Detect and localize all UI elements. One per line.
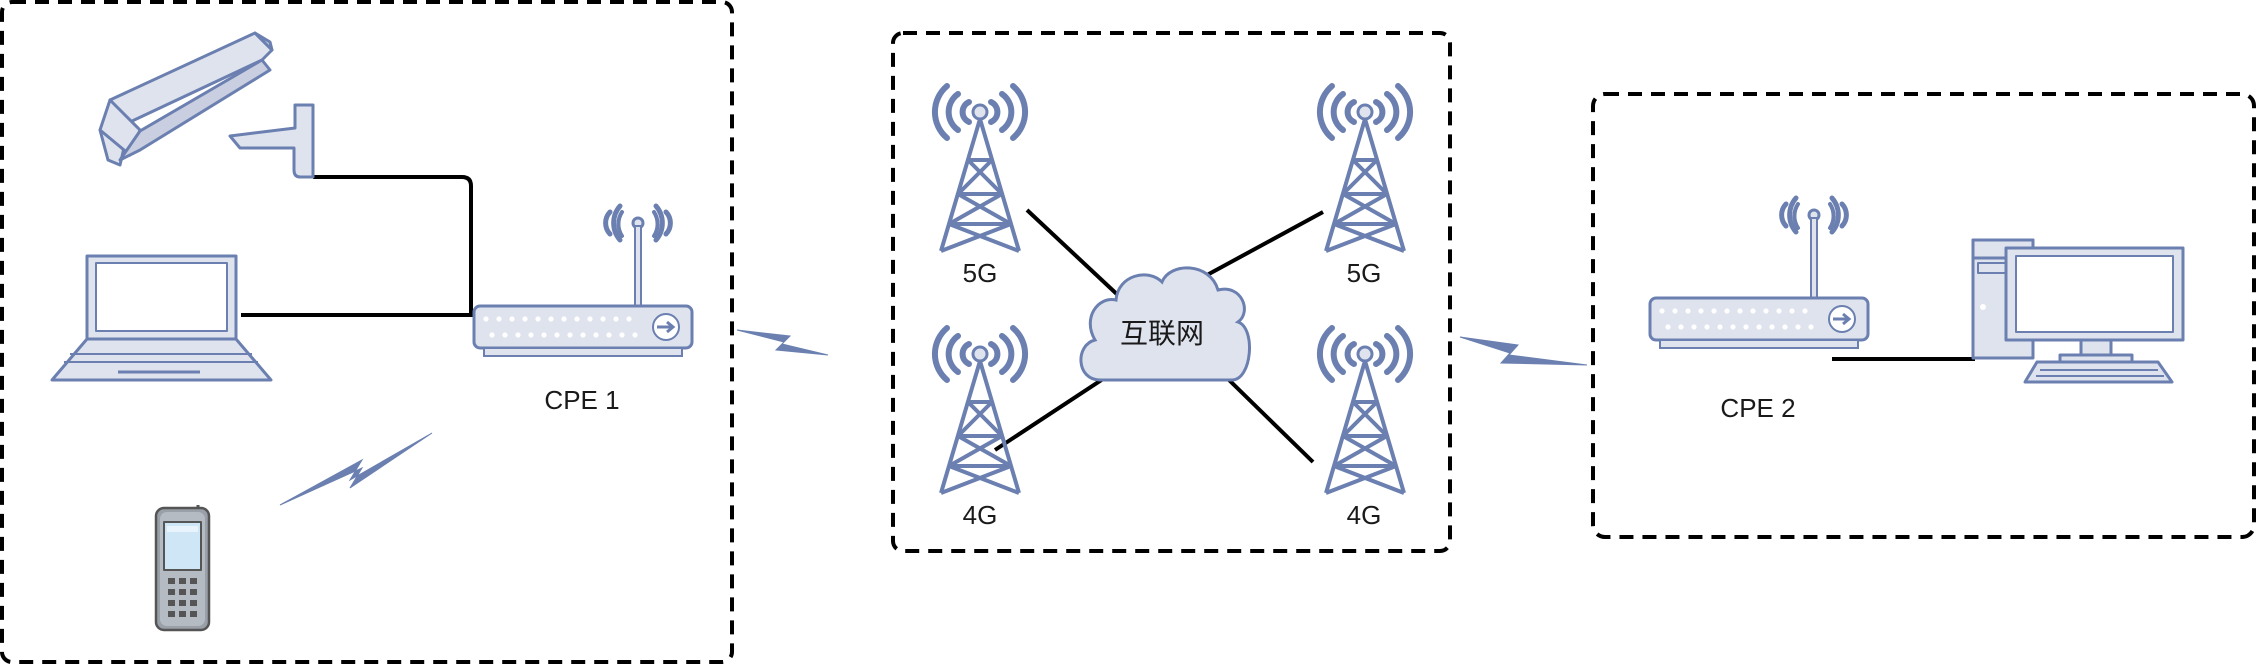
left-site-boundary — [0, 0, 734, 664]
tower-bottom-right-label: 4G — [1346, 500, 1382, 530]
tower-br-to-cloud-link — [1227, 378, 1315, 464]
cell-tower-icon — [1320, 86, 1410, 251]
cpe2-wireless-link-icon — [1459, 336, 1588, 366]
cell-tower-icon — [935, 328, 1025, 493]
tower-tr-to-cloud-link — [1195, 210, 1324, 283]
wireless-links — [279, 329, 1588, 506]
tower-top-right-label: 5G — [1346, 258, 1382, 288]
cell-tower-icon — [935, 86, 1025, 251]
cpe2-label: CPE 2 — [1720, 393, 1796, 423]
cloud-icon — [1079, 266, 1251, 382]
desktop-computer-icon — [1971, 238, 2185, 384]
cpe1-label: CPE 1 — [544, 385, 620, 415]
camera-to-cpe1-link — [313, 175, 473, 315]
cell-tower-icon — [1320, 328, 1410, 493]
wired-links — [241, 175, 1975, 464]
tower-tl-to-cloud-link — [1025, 208, 1123, 300]
phone-wireless-link-icon — [279, 432, 433, 506]
laptop-icon — [50, 254, 273, 382]
router-icon — [474, 206, 692, 356]
tower-top-left-label: 5G — [962, 258, 998, 288]
cloud-label: 互联网 — [1119, 317, 1205, 350]
router-icon — [1650, 198, 1868, 348]
right-site-boundary — [1591, 92, 2256, 539]
carrier-network-boundary — [891, 31, 1452, 553]
camera-icon — [98, 31, 315, 179]
tower-bl-to-cloud-link — [993, 375, 1108, 452]
cpe1-wireless-link-icon — [736, 329, 829, 356]
tower-bottom-left-label: 4G — [962, 500, 998, 530]
mobile-phone-icon — [154, 505, 211, 632]
